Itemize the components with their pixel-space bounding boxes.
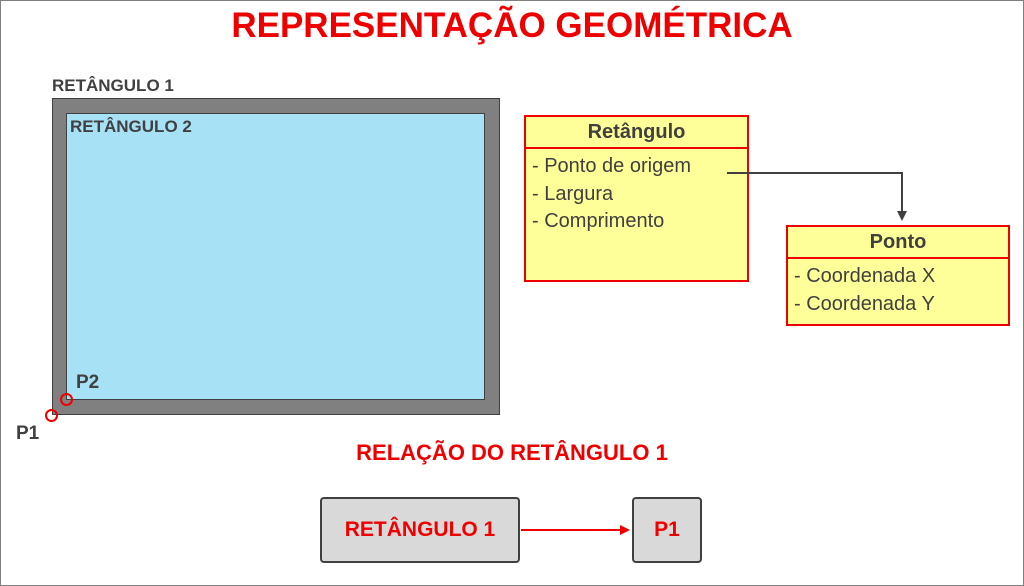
node-retangulo-1: RETÂNGULO 1 — [320, 497, 520, 563]
class-retangulo-name: Retângulo — [526, 117, 747, 149]
attribute-largura: - Largura — [532, 182, 614, 205]
class-ponto-attributes: - Coordenada X - Coordenada Y — [788, 259, 1008, 318]
rectangle-2-label: RETÂNGULO 2 — [70, 117, 192, 136]
attribute-coordenada-y: - Coordenada Y — [794, 292, 935, 315]
point-p2-label: P2 — [76, 372, 100, 393]
rectangle-1-label: RETÂNGULO 1 — [52, 76, 174, 95]
relation-title: RELAÇÃO DO RETÂNGULO 1 — [356, 440, 668, 465]
class-ponto: Ponto - Coordenada X - Coordenada Y — [786, 225, 1010, 326]
point-p1-label: P1 — [16, 423, 40, 444]
node-retangulo-1-label: RETÂNGULO 1 — [344, 518, 496, 541]
rectangle-2 — [66, 113, 485, 400]
point-p2-marker — [60, 393, 73, 406]
attribute-coordenada-x: - Coordenada X — [794, 265, 936, 287]
node-p1-label: P1 — [654, 518, 680, 541]
class-retangulo-attributes: - Ponto de origem - Largura - Compriment… — [526, 149, 747, 236]
association-arrow — [727, 172, 907, 221]
page-title: REPRESENTAÇÃO GEOMÉTRICA — [231, 6, 793, 45]
attribute-ponto-de-origem: - Ponto de origem — [532, 155, 691, 177]
class-ponto-name: Ponto — [788, 227, 1008, 259]
point-p1-marker — [45, 409, 58, 422]
attribute-comprimento: - Comprimento — [532, 210, 665, 232]
class-retangulo: Retângulo - Ponto de origem - Largura - … — [524, 115, 749, 282]
node-p1: P1 — [632, 497, 702, 563]
